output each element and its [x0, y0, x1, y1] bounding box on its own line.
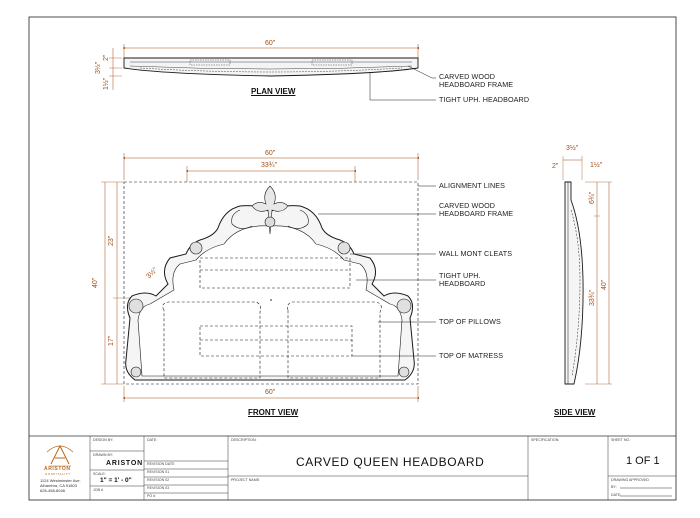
pillows-callout: TOP OF PILLOWS	[439, 317, 501, 326]
drawn-by-label: DRAWN BY:	[93, 453, 114, 457]
alignment-lines-callout: ALIGNMENT LINES	[439, 181, 506, 190]
revision-02: REVISION 02	[147, 478, 170, 482]
po-number-label: PO #	[147, 494, 156, 498]
front-lower-dimension: 17"	[108, 335, 115, 346]
side-view-drawing	[562, 156, 612, 385]
specification-label: SPECIFICATION:	[531, 438, 560, 442]
plan-frame-callout-line2: HEADBOARD FRAME	[439, 80, 514, 89]
front-uph-callout-line1: TIGHT UPH.	[439, 271, 481, 280]
ariston-logo-mark	[46, 444, 74, 467]
scale-value: 1" = 1' - 0"	[100, 477, 132, 484]
description-label: DESCRIPTION:	[231, 438, 257, 442]
plan-width-dimension: 60"	[265, 40, 276, 47]
side-view-title: SIDE VIEW	[554, 408, 596, 417]
address-line-3: 626-458-8048	[40, 488, 65, 493]
date-label: DATE:	[147, 438, 158, 442]
plan-view-title: PLAN VIEW	[251, 87, 296, 96]
front-uph-callout-line2: HEADBOARD	[439, 279, 486, 288]
sheet-number: 1 OF 1	[626, 455, 660, 467]
revision-date: REVISION DATE	[147, 462, 175, 466]
sheet-no-label: SHEET NO.	[611, 438, 631, 442]
scale-label: SCALE:	[93, 472, 106, 476]
front-width-bottom-dimension: 60"	[265, 389, 276, 396]
front-frame-callout-line1: CARVED WOOD	[439, 201, 496, 210]
design-by-label: DESIGN BY:	[93, 438, 114, 442]
side-b-dimension: 1½"	[590, 162, 603, 169]
plan-uph-callout: TIGHT UPH. HEADBOARD	[439, 95, 530, 104]
plan-view-drawing	[109, 44, 436, 101]
front-view-title: FRONT VIEW	[248, 408, 299, 417]
side-inner-dimension: 33¾"	[589, 289, 596, 306]
title-block-lines	[29, 435, 676, 500]
address-line-2: Alhambra, CA 91803	[40, 483, 77, 488]
side-a-dimension: 2"	[552, 163, 559, 170]
drawn-by-value: ARISTON	[106, 460, 143, 467]
plan-depth-top-dimension: 2"	[103, 54, 110, 61]
logo-sub: HOSPITALITY	[45, 472, 71, 476]
side-top-dimension: 3½"	[566, 145, 579, 152]
plan-depth-mid-dimension: 3½"	[95, 61, 102, 74]
matress-callout: TOP OF MATRESS	[439, 351, 504, 360]
plan-frame-callout-line1: CARVED WOOD	[439, 72, 496, 81]
drawing-title: CARVED QUEEN HEADBOARD	[296, 455, 485, 469]
front-height-dimension: 40"	[92, 277, 99, 288]
side-height-dimension: 40"	[601, 279, 608, 290]
approved-date-label: DATE:	[611, 493, 622, 497]
revision-01: REVISION 01	[147, 470, 170, 474]
drawing-approved-label: DRAWING APPROVED	[611, 478, 650, 482]
sheet-border	[28, 16, 677, 501]
front-upper-dimension: 23"	[108, 235, 115, 246]
front-width-top-dimension: 60"	[265, 150, 276, 157]
revision-03: REVISION 03	[147, 486, 170, 490]
front-view-drawing	[101, 153, 436, 402]
wall-cleats-callout: WALL MONT CLEATS	[439, 249, 513, 258]
side-c-dimension: 6¾"	[589, 191, 596, 204]
front-frame-callout-line2: HEADBOARD FRAME	[439, 209, 514, 218]
address-line-1: 1124 Westminster Ave.	[40, 478, 81, 483]
job-label: JOB #	[93, 488, 103, 492]
front-inner-dimension: 33¾"	[261, 162, 278, 169]
approved-by-label: BY:	[611, 485, 617, 489]
logo-name: ARISTON	[44, 466, 71, 472]
project-name-label: PROJECT NAME:	[231, 478, 261, 482]
plan-depth-bot-dimension: 1½"	[103, 77, 110, 90]
